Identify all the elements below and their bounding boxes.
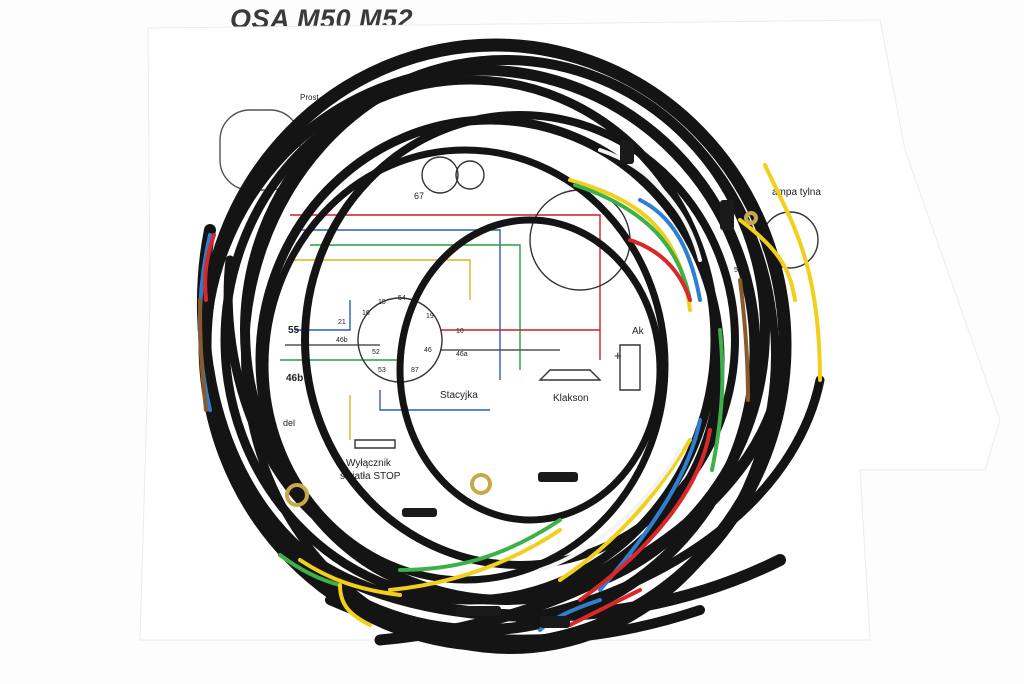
label-stop-switch-2: światła STOP: [340, 471, 401, 482]
label-55: 55: [288, 325, 300, 336]
label-46b: 46b: [286, 373, 303, 384]
label-ignition: Stacyjka: [440, 390, 478, 401]
label-46a: 46a: [456, 351, 468, 358]
label-lamp: ampa tylna: [772, 187, 821, 198]
cable-bundle: [196, 38, 825, 654]
label-54: 54: [398, 295, 406, 302]
label-67: 67: [414, 191, 424, 201]
label-plus: +: [614, 348, 622, 363]
inner-loop-cable: [396, 216, 664, 524]
label-46b-small: 46b: [336, 337, 348, 344]
label-15: 15: [378, 299, 386, 306]
label-19: 19: [426, 313, 434, 320]
label-46: 46: [424, 347, 432, 354]
label-52: 52: [372, 349, 380, 356]
ring-terminals: [285, 211, 758, 507]
label-prost: Prost: [300, 93, 319, 102]
label-horn: Klakson: [553, 393, 589, 404]
wire-connectors: [402, 140, 734, 628]
label-87: 87: [411, 367, 419, 374]
label-10: 10: [456, 328, 464, 335]
label-59: 59: [734, 267, 742, 274]
label-battery: Ak: [632, 326, 645, 337]
label-21: 21: [338, 319, 346, 326]
label-stop-switch-1: Wyłącznik: [346, 458, 392, 469]
label-partial-del: del: [283, 418, 295, 428]
colored-wires: [197, 148, 822, 632]
label-16: 16: [362, 310, 370, 317]
label-53: 53: [378, 367, 386, 374]
